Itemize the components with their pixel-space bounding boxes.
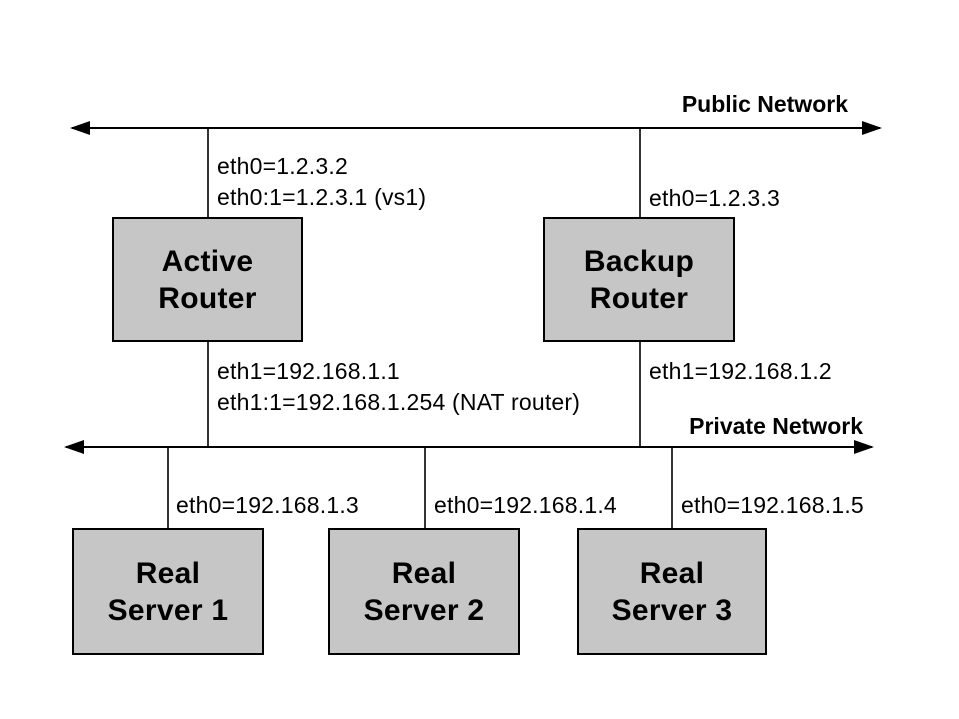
real-server-1-name-line2: Server 1 xyxy=(107,593,229,627)
active-router-eth1-label: eth1=192.168.1.1 xyxy=(217,358,400,384)
real-server-3-name-line1: Real xyxy=(639,556,705,590)
backup-router-eth0-label: eth0=1.2.3.3 xyxy=(649,185,780,211)
backup-router-private-interface-label: eth1=192.168.1.2 xyxy=(649,356,832,387)
private-network-right-arrow-icon xyxy=(854,440,874,454)
real-server-2-name-line2: Server 2 xyxy=(363,593,485,627)
active-router-box: Active Router xyxy=(112,217,303,342)
active-router-eth1-alias-label: eth1:1=192.168.1.254 (NAT router) xyxy=(217,389,581,415)
backup-router-name-line1: Backup xyxy=(583,244,695,278)
backup-router-name-line2: Router xyxy=(589,281,689,315)
real-server-1-box: Real Server 1 xyxy=(72,528,264,655)
active-router-eth0-label: eth0=1.2.3.2 xyxy=(217,153,348,179)
real-server-3-name-line2: Server 3 xyxy=(611,593,733,627)
private-network-left-arrow-icon xyxy=(64,440,84,454)
real-server-2-interface-label: eth0=192.168.1.4 xyxy=(434,492,617,518)
public-network-left-arrow-icon xyxy=(70,121,90,135)
active-router-name-line2: Router xyxy=(158,281,257,315)
public-network-right-arrow-icon xyxy=(862,121,882,135)
real-server-3-box: Real Server 3 xyxy=(577,528,767,655)
active-router-eth0-alias-label: eth0:1=1.2.3.1 (vs1) xyxy=(217,184,427,210)
active-router-private-interface-label: eth1=192.168.1.1 eth1:1=192.168.1.254 (N… xyxy=(217,356,580,418)
active-router-name-line1: Active xyxy=(161,244,254,278)
real-server-2-box: Real Server 2 xyxy=(328,528,520,655)
private-network-label: Private Network xyxy=(689,413,863,439)
backup-router-public-interface-label: eth0=1.2.3.3 xyxy=(649,183,780,214)
backup-router-box: Backup Router xyxy=(543,217,735,342)
real-server-2-name-line1: Real xyxy=(391,556,457,590)
real-server-3-interface-label: eth0=192.168.1.5 xyxy=(681,492,864,518)
real-server-1-interface-label: eth0=192.168.1.3 xyxy=(176,492,359,518)
active-router-public-interface-label: eth0=1.2.3.2 eth0:1=1.2.3.1 (vs1) xyxy=(217,151,426,213)
backup-router-eth1-label: eth1=192.168.1.2 xyxy=(649,358,832,384)
real-server-1-name-line1: Real xyxy=(135,556,201,590)
public-network-label: Public Network xyxy=(681,91,848,117)
